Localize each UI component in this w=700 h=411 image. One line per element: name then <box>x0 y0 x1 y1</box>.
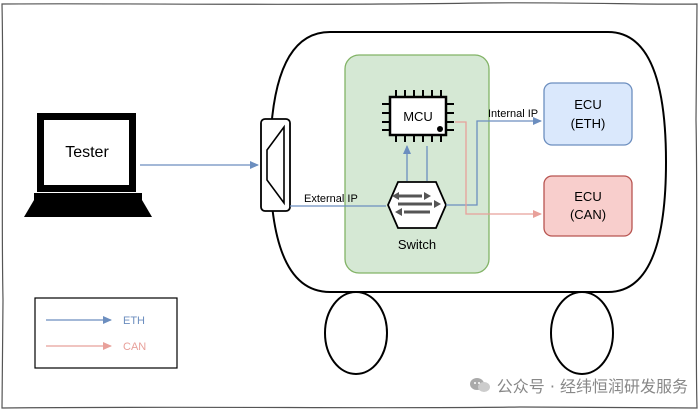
diagnostic-port <box>260 118 291 212</box>
legend-box <box>34 297 178 369</box>
wechat-icon <box>469 378 490 392</box>
watermark-text: 公众号 · 经纬恒润研发服务 <box>496 377 688 396</box>
tester-keyboard <box>34 193 142 200</box>
tester-computer: Tester <box>24 113 152 217</box>
wheel-left <box>324 291 388 375</box>
wheel-right <box>550 291 614 375</box>
mcu-label: MCU <box>403 109 433 124</box>
ecu-can-line2: (CAN) <box>570 207 606 222</box>
watermark: 公众号 · 经纬恒润研发服务 <box>469 373 688 397</box>
eth-link-internal <box>446 117 542 206</box>
mcu-chip: MCU <box>382 90 454 142</box>
internal-ip-label: Internal IP <box>488 108 538 120</box>
ecu-can: ECU (CAN) <box>543 175 633 237</box>
ecu-can-line1: ECU <box>574 189 601 204</box>
legend-can-label: CAN <box>123 341 146 353</box>
ethernet-switch: Switch <box>387 181 447 252</box>
eth-link-switch-mcu <box>403 145 428 181</box>
tester-label: Tester <box>65 144 109 161</box>
can-link-mcu-ecu <box>455 121 542 218</box>
legend: ETH CAN <box>34 297 178 369</box>
ecu-eth-line2: (ETH) <box>571 116 606 131</box>
legend-eth-label: ETH <box>123 315 145 327</box>
external-ip-label: External IP <box>304 193 358 205</box>
ecu-eth-line1: ECU <box>574 97 601 112</box>
ecu-eth: ECU (ETH) <box>543 82 633 146</box>
switch-domain-box <box>344 54 490 274</box>
switch-label: Switch <box>398 237 436 252</box>
